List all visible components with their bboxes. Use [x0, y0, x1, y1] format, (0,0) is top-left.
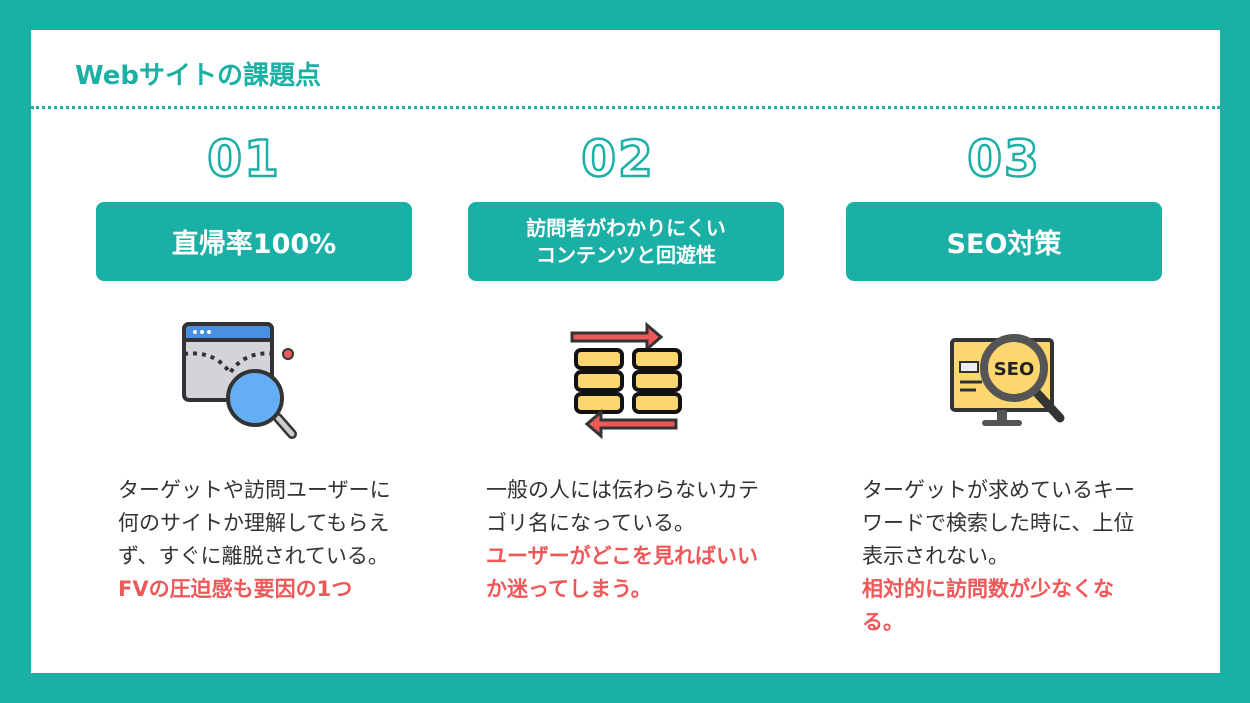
description-highlight: 相対的に訪問数が少なくなる。	[862, 577, 1114, 634]
heading-line: コンテンツと回遊性	[535, 242, 716, 267]
item-number: 02	[580, 129, 655, 190]
description-text: ターゲットが求めているキーワードで検索した時に、上位表示されない。	[862, 478, 1135, 568]
heading-line: 訪問者がわかりにくい	[526, 215, 726, 240]
seo-monitor-icon: SEO	[846, 318, 1162, 443]
description-text: ターゲットや訪問ユーザーに何のサイトか理解してもらえず、すぐに離脱されている。	[118, 478, 391, 568]
item-number: 03	[966, 129, 1041, 190]
item-number: 01	[206, 129, 281, 190]
slide-title: Webサイトの課題点	[75, 61, 321, 91]
item-description: 一般の人には伝わらないカテゴリ名になっている。ユーザーがどこを見ればいいか迷って…	[486, 474, 766, 606]
item-description: ターゲットが求めているキーワードで検索した時に、上位表示されない。相対的に訪問数…	[862, 474, 1142, 639]
description-highlight: ユーザーがどこを見ればいいか迷ってしまう。	[486, 544, 758, 601]
item-heading: SEO対策	[846, 202, 1162, 281]
description-highlight: FVの圧迫感も要因の1つ	[118, 577, 353, 601]
item-heading: 直帰率100%	[96, 202, 412, 281]
data-transfer-icon	[468, 318, 784, 443]
web-analytics-search-icon	[84, 318, 400, 443]
item-description: ターゲットや訪問ユーザーに何のサイトか理解してもらえず、すぐに離脱されている。 F…	[118, 474, 398, 606]
svg-text:SEO: SEO	[993, 359, 1034, 380]
item-heading: 訪問者がわかりにくいコンテンツと回遊性	[468, 202, 784, 281]
dotted-divider	[31, 106, 1220, 109]
description-text: 一般の人には伝わらないカテゴリ名になっている。	[486, 478, 759, 535]
